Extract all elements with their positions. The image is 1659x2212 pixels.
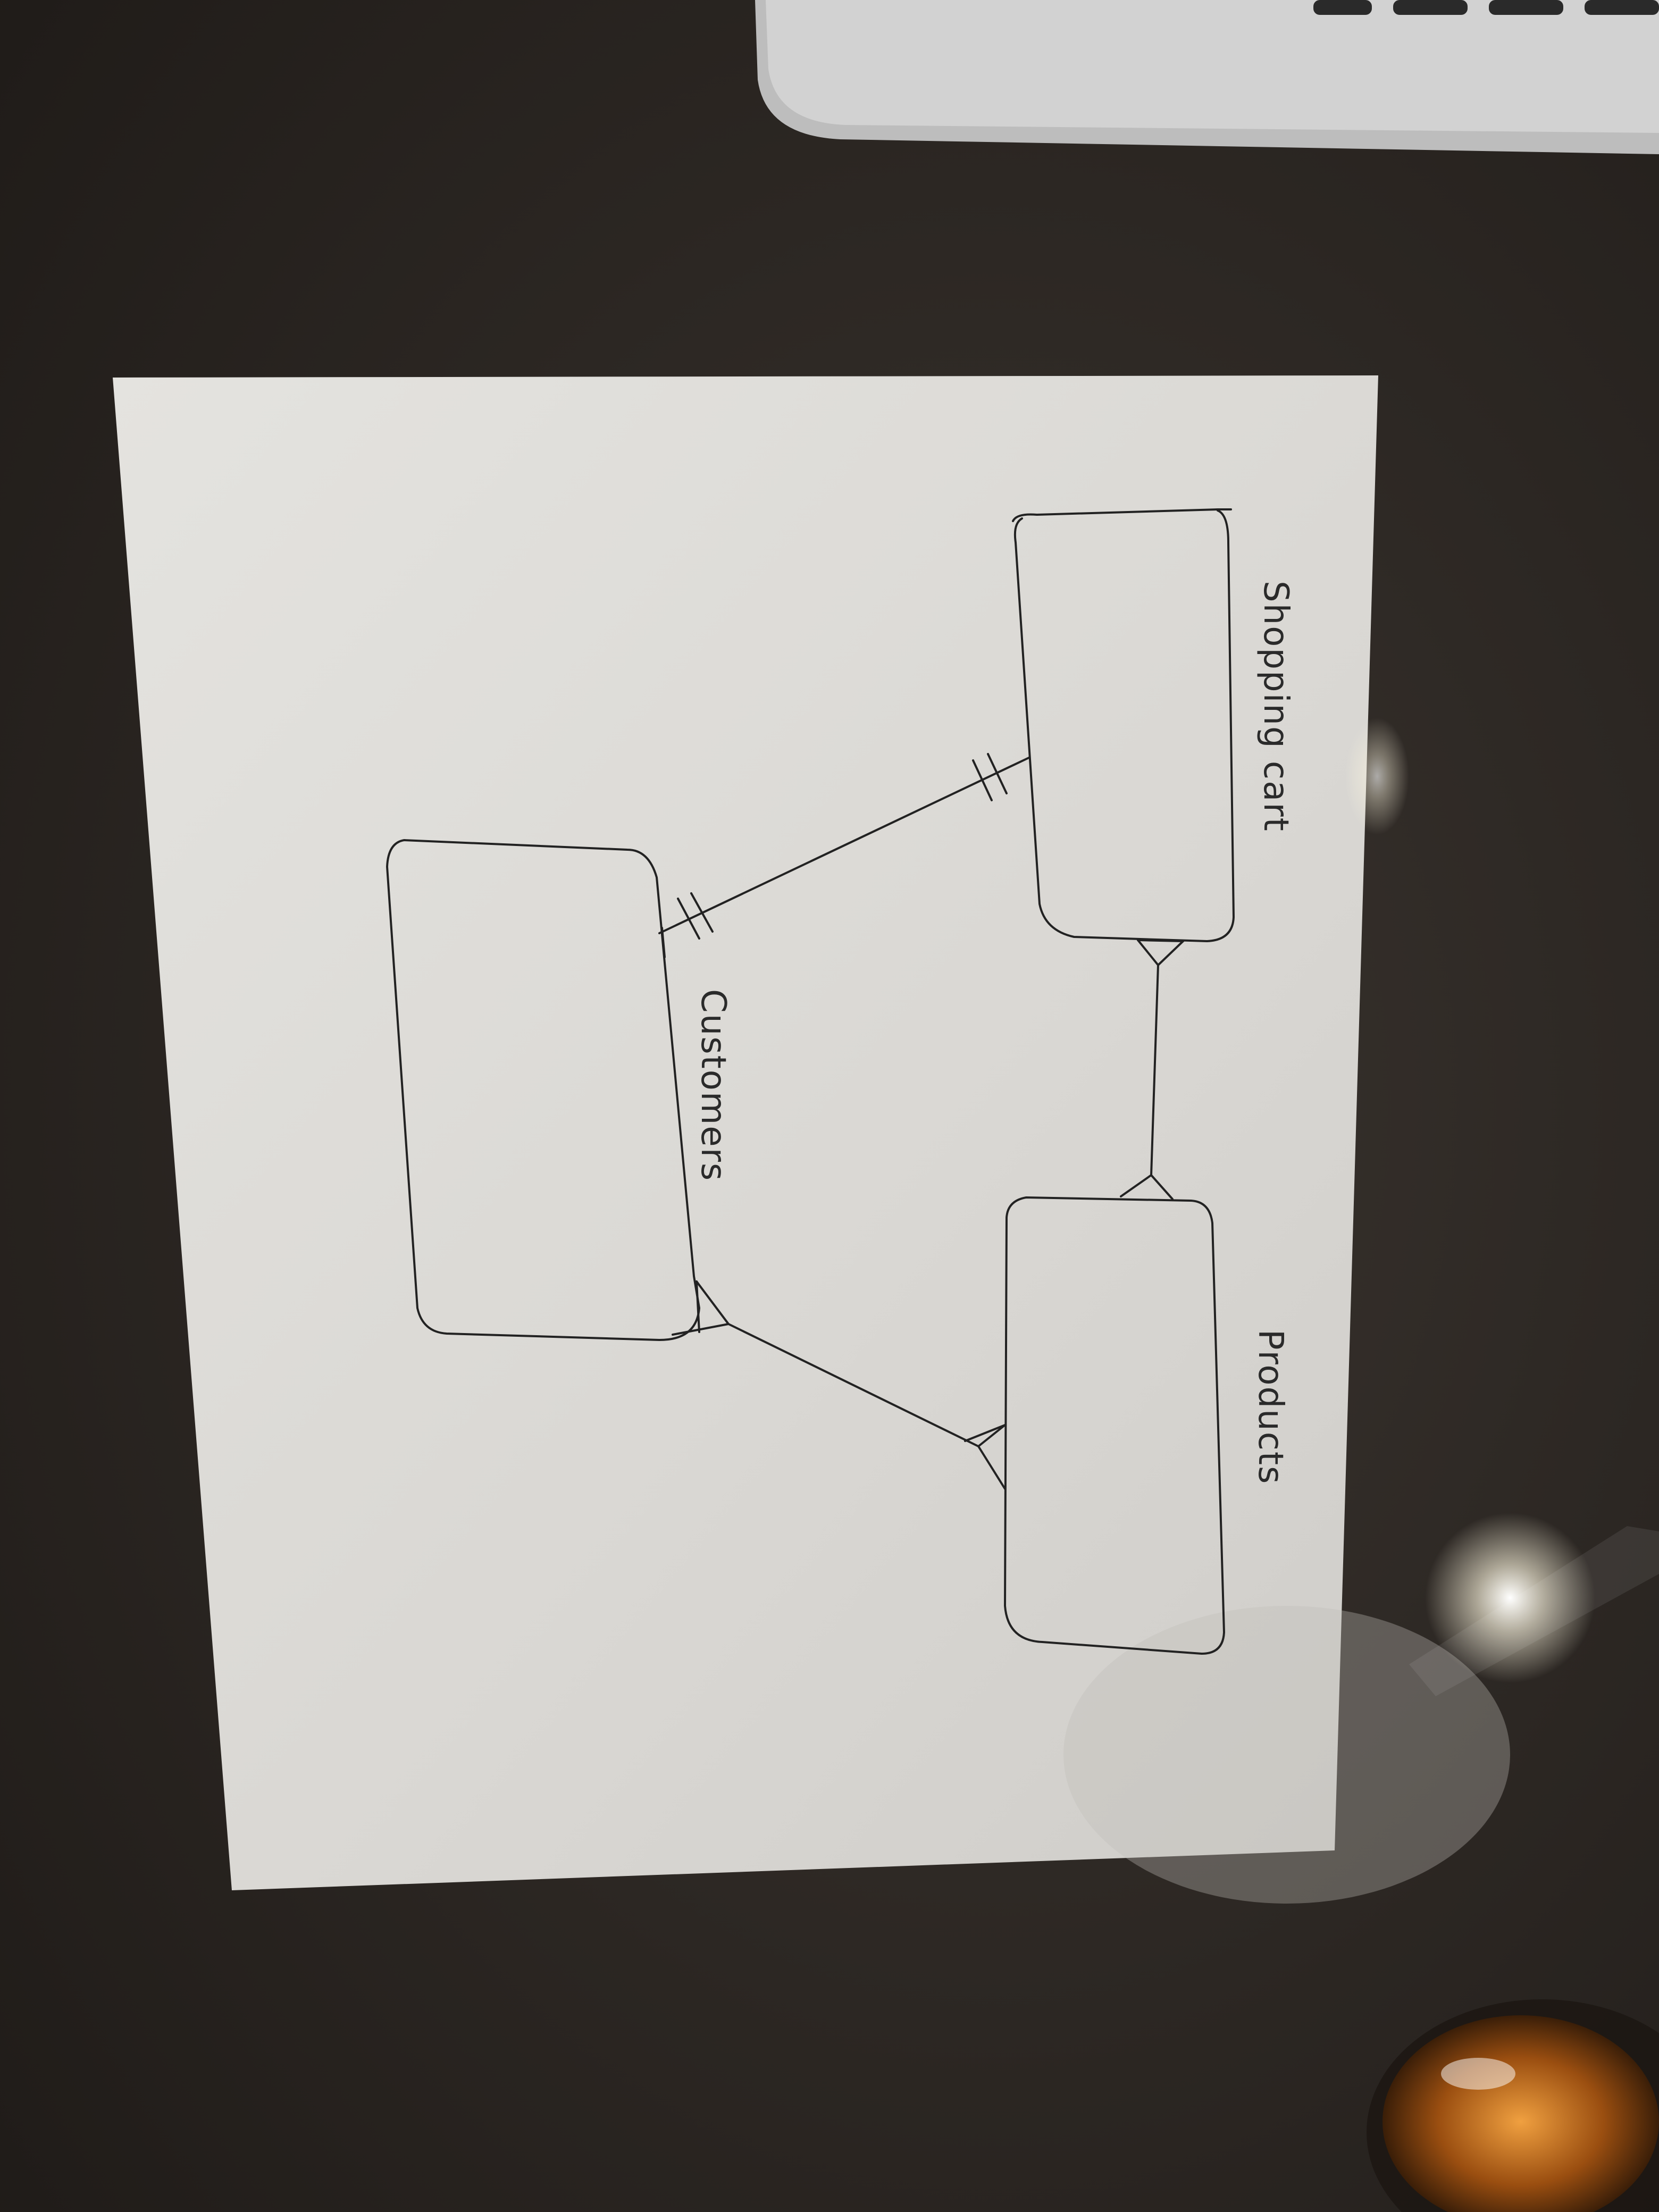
laptop-corner — [755, 0, 1659, 154]
relationship-customers-products — [672, 1280, 1006, 1490]
entity-shopping-cart-label: Shopping cart — [1256, 581, 1295, 832]
glass-reflection — [1063, 1606, 1510, 1904]
paper-sheet — [113, 375, 1378, 1890]
entity-customers: Customers — [386, 839, 733, 1341]
relationship-shopping-cart-products — [1120, 939, 1184, 1200]
drink-glass — [1367, 1999, 1659, 2212]
entity-products: Products — [1004, 1196, 1290, 1655]
entity-products-label: Products — [1251, 1329, 1290, 1485]
entity-shopping-cart: Shopping cart — [1012, 508, 1295, 942]
entity-customers-label: Customers — [693, 989, 733, 1182]
er-diagram: Shopping cart Customers Products — [386, 508, 1295, 1655]
relationship-customers-shopping-cart — [658, 753, 1030, 958]
light-glare — [1345, 718, 1659, 1696]
